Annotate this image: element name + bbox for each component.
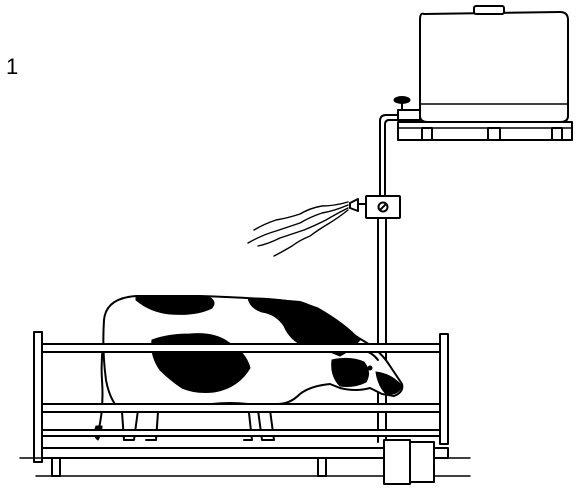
spray-nozzle-icon xyxy=(349,198,367,212)
water-tank xyxy=(397,5,573,141)
spray-mist xyxy=(247,201,349,257)
feed-barrier-fence xyxy=(19,331,471,485)
holstein-cow-icon xyxy=(93,295,404,441)
tap-valve-icon xyxy=(393,96,421,121)
spray-control-box xyxy=(365,195,401,219)
figure-label: 1 xyxy=(6,54,19,79)
supply-pipe xyxy=(379,114,399,197)
